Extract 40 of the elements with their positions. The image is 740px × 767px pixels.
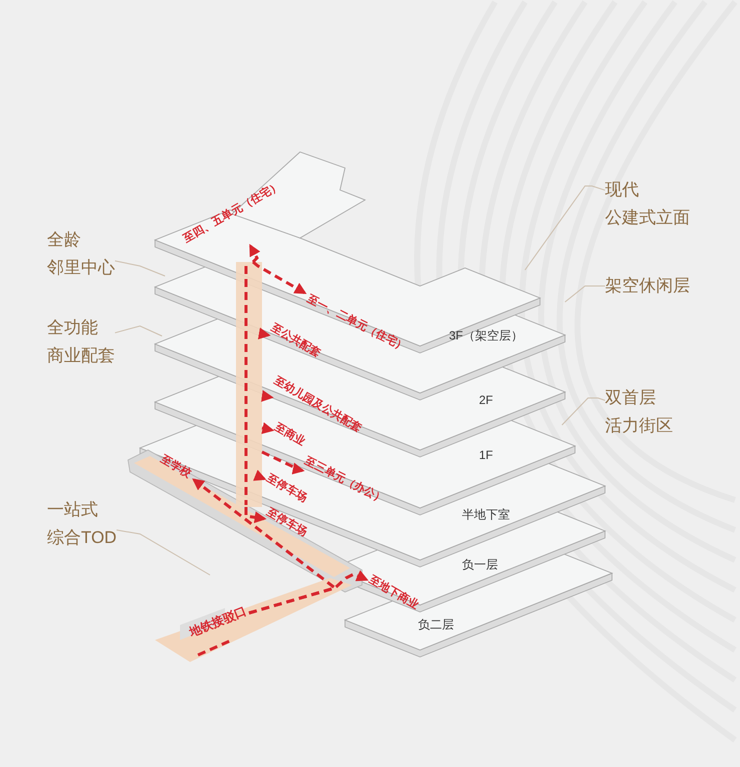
route-arrow	[260, 422, 274, 434]
route-label: 至停车场	[264, 470, 310, 506]
route-arrow	[252, 260, 307, 294]
route-arrow	[244, 506, 267, 524]
route-arrow	[260, 390, 274, 402]
floor-label: 1F	[479, 448, 493, 462]
callout-text: 架空休闲层	[605, 275, 690, 297]
route-arrow	[258, 328, 271, 340]
floor-label: 2F	[479, 393, 493, 407]
route-label: 至四、五单元（住宅）	[180, 178, 284, 246]
leader-line	[114, 260, 166, 276]
route-label: 至地下商业	[366, 572, 422, 612]
callout-text: 活力街区	[605, 415, 673, 437]
floor-label: 负一层	[462, 556, 498, 574]
callout-text: 公建式立面	[605, 207, 690, 229]
callout-text: 商业配套	[47, 345, 115, 367]
route-arrow	[248, 570, 369, 614]
route-label: 至学校	[158, 451, 194, 481]
route-label: 地铁接驳口	[187, 602, 249, 642]
callout-text: 全龄	[47, 229, 82, 251]
floor-label: 3F（架空层）	[449, 328, 523, 344]
callout-text: 双首层	[605, 387, 657, 409]
leader-line	[114, 325, 162, 336]
floor-label: 负二层	[418, 616, 454, 634]
callout-text: 现代	[605, 179, 640, 201]
leader-line	[524, 186, 606, 270]
leader-line	[564, 286, 606, 302]
route-arrow	[253, 470, 266, 481]
route-arrow	[249, 244, 260, 264]
leader-line	[116, 530, 210, 576]
callout-text: 邻里中心	[47, 257, 115, 279]
route-arrow	[260, 450, 305, 474]
route-label: 至停车场	[264, 504, 310, 540]
route-label: 至商业	[272, 419, 308, 449]
callout-text: 综合TOD	[47, 527, 117, 549]
floor-label: 半地下室	[462, 506, 510, 524]
callout-text: 一站式	[47, 499, 99, 521]
leader-line	[562, 398, 606, 426]
route-label: 至公共配套	[268, 320, 324, 360]
callout-text: 全功能	[47, 317, 99, 339]
